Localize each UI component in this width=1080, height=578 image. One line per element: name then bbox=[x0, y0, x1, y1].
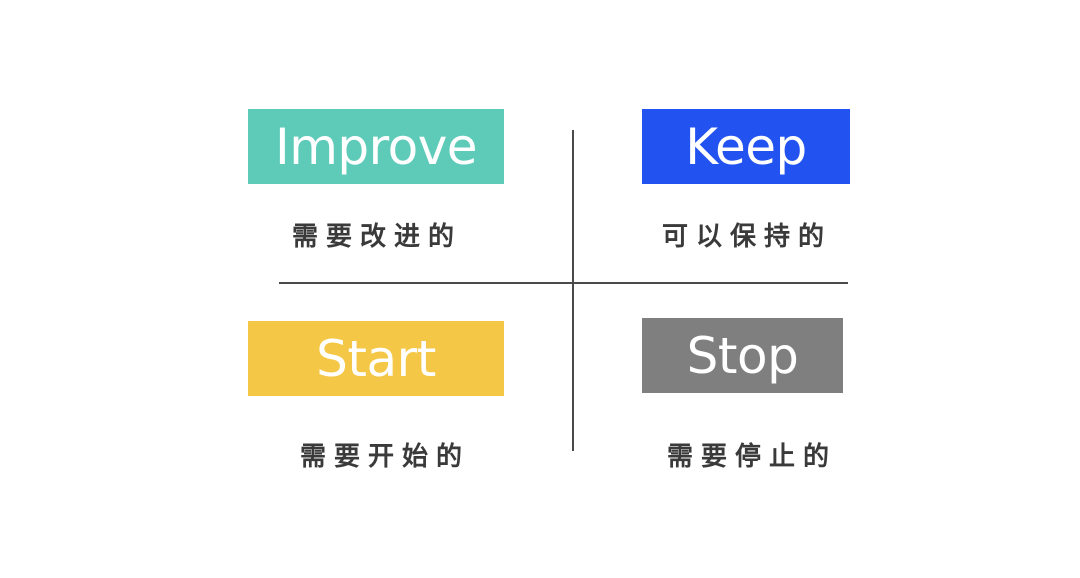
start-title: Start bbox=[316, 329, 436, 388]
stop-title: Stop bbox=[686, 326, 799, 385]
vertical-divider bbox=[572, 130, 574, 451]
stop-label-box: Stop bbox=[642, 318, 843, 393]
keep-caption: 可以保持的 bbox=[662, 222, 833, 252]
horizontal-divider bbox=[279, 282, 848, 284]
keep-label-box: Keep bbox=[642, 109, 850, 184]
start-label-box: Start bbox=[248, 321, 504, 396]
stop-caption: 需要停止的 bbox=[667, 442, 838, 472]
improve-label-box: Improve bbox=[248, 109, 504, 184]
improve-title: Improve bbox=[274, 117, 478, 176]
start-caption: 需要开始的 bbox=[300, 442, 471, 472]
improve-caption: 需要改进的 bbox=[292, 222, 463, 252]
keep-title: Keep bbox=[685, 117, 807, 176]
